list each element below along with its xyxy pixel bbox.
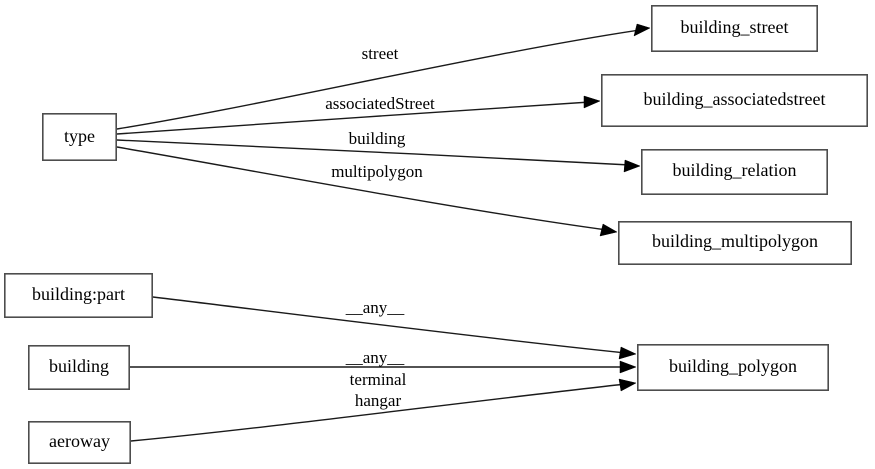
edge-type-building-associatedstreet[interactable] xyxy=(116,95,601,135)
node-building-multipolygon[interactable]: building_multipolygon xyxy=(617,221,852,266)
node-label: building_polygon xyxy=(669,356,797,376)
edge-type-building-street[interactable] xyxy=(116,23,651,130)
node-building[interactable]: building xyxy=(27,344,131,390)
edge-line xyxy=(116,139,631,166)
node-building-polygon[interactable]: building_polygon xyxy=(636,343,829,391)
edge-line xyxy=(116,29,641,130)
edge-type-building-multipolygon[interactable] xyxy=(116,146,618,237)
edge-line xyxy=(116,101,591,135)
arrow-head-icon xyxy=(618,346,637,360)
node-box xyxy=(27,344,131,390)
edge-label-associatedstreet: associatedStreet xyxy=(325,94,435,113)
node-building-associatedstreet[interactable]: building_associatedstreet xyxy=(600,74,868,128)
node-box xyxy=(636,343,829,391)
edge-label-any-building: __any__ xyxy=(345,348,405,367)
edge-label-multipolygon: multipolygon xyxy=(331,162,423,181)
node-box xyxy=(27,420,132,464)
node-box xyxy=(617,221,852,266)
node-building-part[interactable]: building:part xyxy=(4,272,153,318)
edge-aeroway-building-polygon[interactable] xyxy=(130,378,637,442)
edge-building-building-polygon[interactable] xyxy=(130,360,637,374)
edge-label-terminal: terminal xyxy=(350,370,407,389)
arrow-head-icon xyxy=(633,23,651,37)
arrow-head-icon xyxy=(583,95,601,109)
node-building-relation[interactable]: building_relation xyxy=(640,149,828,196)
node-type[interactable]: type xyxy=(41,113,118,162)
edge-line xyxy=(130,383,627,442)
edge-label-building: building xyxy=(349,129,406,148)
node-building-street[interactable]: building_street xyxy=(650,5,818,53)
arrow-head-icon xyxy=(619,360,637,374)
node-label: type xyxy=(64,126,95,146)
node-aeroway[interactable]: aeroway xyxy=(27,420,132,464)
edge-label-hangar: hangar xyxy=(355,391,402,410)
node-label: building_street xyxy=(681,17,789,37)
edges-layer xyxy=(116,23,651,442)
edge-line xyxy=(116,146,608,231)
arrow-head-icon xyxy=(623,159,641,173)
edge-line xyxy=(152,296,627,354)
node-box xyxy=(4,272,153,318)
edge-label-street: street xyxy=(362,44,399,63)
edge-label-any-part: __any__ xyxy=(345,298,405,317)
arrow-head-icon xyxy=(618,378,637,392)
node-label: building_associatedstreet xyxy=(644,89,826,109)
node-label: building:part xyxy=(32,284,125,304)
node-box xyxy=(600,74,868,128)
node-label: aeroway xyxy=(49,431,110,451)
nodes-layer: type building_street building_associated… xyxy=(4,5,868,464)
node-box xyxy=(650,5,818,53)
node-label: building_multipolygon xyxy=(652,231,818,251)
edge-labels-layer: street associatedStreet building multipo… xyxy=(325,44,435,410)
node-box xyxy=(640,149,828,196)
arrow-head-icon xyxy=(599,223,618,237)
edge-type-building-relation[interactable] xyxy=(116,139,641,173)
node-label: building_relation xyxy=(673,160,797,180)
edge-building-part-building-polygon[interactable] xyxy=(152,296,637,360)
node-box xyxy=(41,113,118,162)
node-label: building xyxy=(49,356,109,376)
